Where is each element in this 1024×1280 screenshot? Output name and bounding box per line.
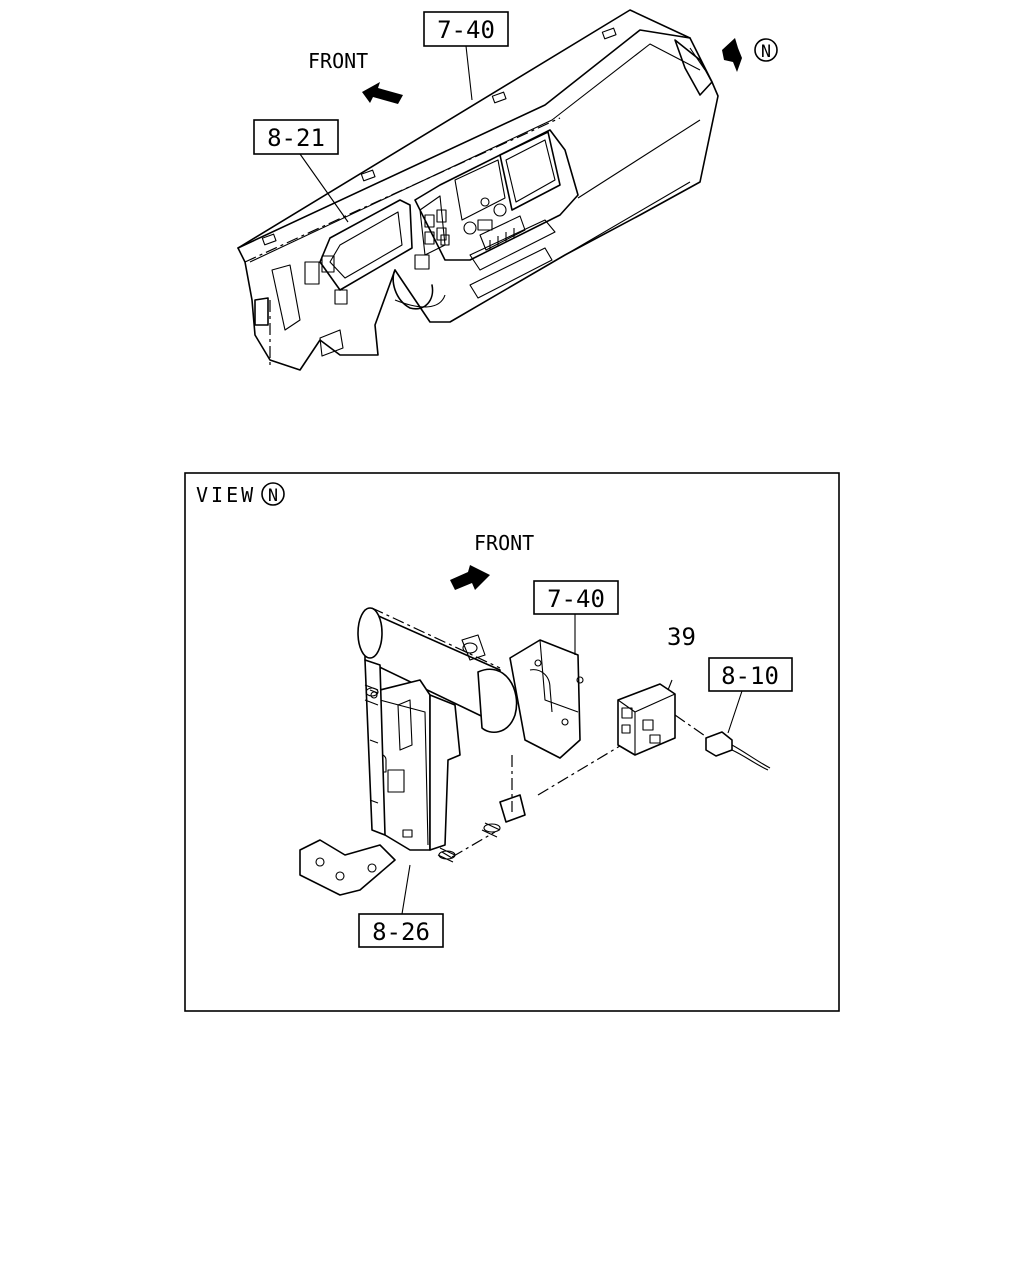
marker-letter: N [761, 42, 771, 62]
callout-label: 8-26 [372, 918, 430, 946]
callout-detail-7-40: 7-40 [533, 580, 619, 655]
front-label: FRONT [474, 531, 534, 555]
circle-marker [754, 38, 778, 62]
callout-label: 7-40 [437, 16, 495, 44]
bracket-assembly [299, 607, 631, 896]
part-number-label: 39 [667, 623, 696, 651]
arrow-icon [362, 82, 403, 104]
callout-detail-8-10: 8-10 [708, 657, 793, 692]
callout-top-7-40: 7-40 [423, 11, 509, 101]
callout-detail-8-26: 8-26 [358, 864, 444, 948]
callout-label: 8-10 [721, 662, 779, 690]
detail-view-frame [184, 472, 840, 1012]
marker-letter: N [268, 486, 278, 506]
view-title: VIEW [196, 483, 256, 507]
connector-part [674, 690, 771, 771]
callout-label: 8-21 [267, 124, 325, 152]
detail-view-title: VIEW N [196, 482, 285, 507]
dashboard-illustration [237, 9, 719, 371]
relay-part-39: 39 [617, 623, 696, 756]
front-label: FRONT [308, 49, 368, 73]
arrow-icon [450, 565, 490, 590]
front-arrow-top: FRONT [308, 49, 403, 104]
callout-label: 7-40 [547, 585, 605, 613]
callout-top-8-21: 8-21 [253, 119, 349, 223]
arrow-icon [722, 38, 742, 72]
view-marker-top: N [722, 38, 778, 72]
circle-marker [261, 482, 285, 506]
front-arrow-detail: FRONT [450, 531, 534, 590]
